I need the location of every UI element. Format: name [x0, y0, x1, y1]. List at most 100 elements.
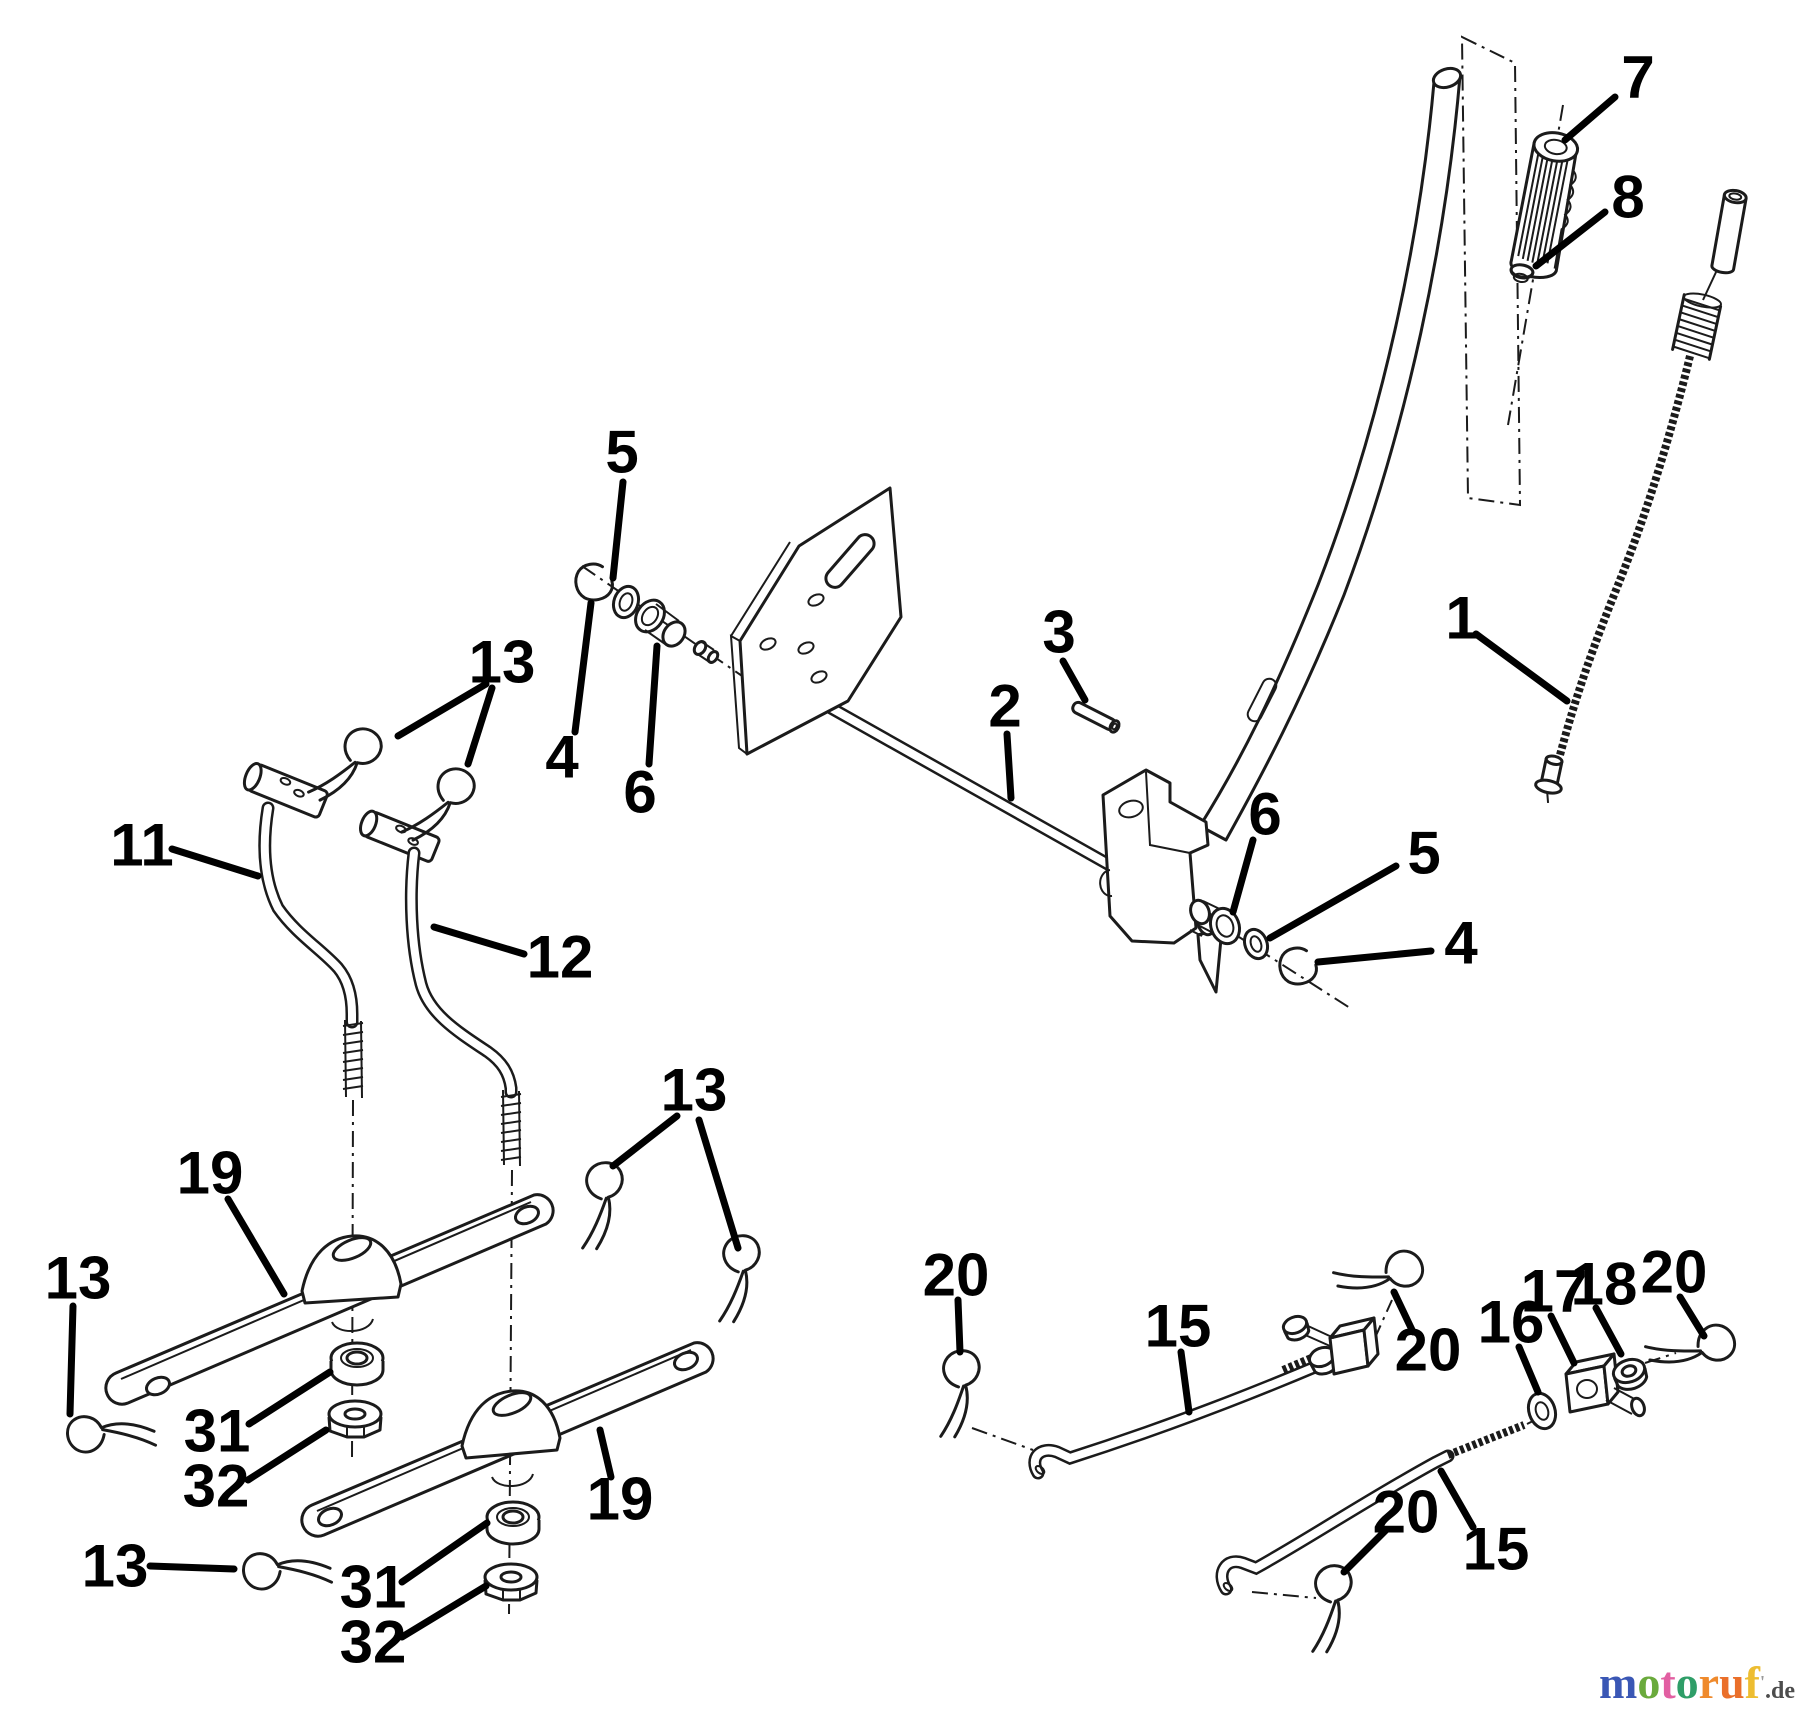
- arm-left-threads: [342, 1019, 364, 1099]
- callout-label: 20: [1395, 1317, 1462, 1384]
- callout-15-front: 15: [1145, 1293, 1211, 1416]
- callout-13-upper: 13: [394, 629, 535, 768]
- callout-label: 7: [1621, 44, 1654, 111]
- hairpin-clip-20: [1332, 1244, 1429, 1309]
- watermark-letter: o: [1637, 1657, 1660, 1708]
- watermark-letter: r: [1699, 1657, 1719, 1708]
- callout-17: 17: [1521, 1258, 1588, 1367]
- hairpin-clip-13: [64, 1407, 158, 1456]
- bushing-right: [1189, 898, 1242, 946]
- callout-5-right: 5: [1266, 820, 1441, 942]
- rod-rear-threads: [1446, 1421, 1526, 1459]
- callout-label: 20: [923, 1242, 990, 1309]
- callout-31-upper: 31: [184, 1368, 334, 1465]
- callout-19-upper: 19: [177, 1140, 288, 1298]
- watermark-letter: u: [1719, 1657, 1745, 1708]
- callout-label: 20: [1641, 1239, 1708, 1306]
- callout-label: 4: [545, 724, 579, 791]
- mounting-plate: [729, 486, 903, 756]
- hairpin-clip-13: [240, 1544, 334, 1593]
- adjustment-block: [1281, 1314, 1380, 1376]
- callout-label: 13: [82, 1533, 149, 1600]
- centerlines: [351, 104, 1677, 1615]
- callout-6-right: 6: [1229, 781, 1282, 916]
- callout-13-bottom: 13: [82, 1533, 238, 1600]
- callout-2: 2: [988, 673, 1022, 802]
- flanged-washer-lower: [485, 1500, 541, 1546]
- callout-7: 7: [1561, 44, 1655, 144]
- callout-15-rear: 15: [1437, 1467, 1530, 1583]
- lift-shaft: [785, 679, 1129, 879]
- plate-hole: [807, 593, 825, 607]
- callout-label: 31: [340, 1554, 407, 1621]
- callout-label: 19: [177, 1140, 244, 1207]
- callout-13-mid: 13: [609, 1057, 742, 1252]
- callout-label: 12: [527, 924, 594, 991]
- plate-hole: [810, 670, 828, 684]
- callout-12: 12: [430, 923, 594, 991]
- bracket-hole: [1118, 799, 1144, 819]
- grip-ribs: [1517, 150, 1570, 264]
- watermark-tick: ': [1760, 1672, 1765, 1692]
- callout-label: 3: [1042, 599, 1075, 666]
- watermark-letter: m: [1599, 1657, 1637, 1708]
- callout-label: 13: [45, 1245, 112, 1312]
- callout-label: 1: [1445, 585, 1478, 652]
- lift-arm-right: [359, 809, 522, 1167]
- washer-right: [1242, 927, 1270, 961]
- callout-11: 11: [110, 812, 262, 880]
- watermark-letter: t: [1660, 1657, 1676, 1708]
- callout-label: 16: [1478, 1289, 1545, 1356]
- callout-label: 13: [661, 1057, 728, 1124]
- callout-18: 18: [1571, 1251, 1638, 1358]
- callout-5-left: 5: [605, 419, 639, 582]
- callout-label: 11: [110, 812, 173, 879]
- plate-slot: [824, 533, 876, 589]
- callout-4-left: 4: [545, 599, 595, 791]
- cable-spring: [1671, 292, 1723, 361]
- callout-label: 18: [1571, 1251, 1638, 1318]
- trunnion-washer: [1526, 1391, 1558, 1431]
- hairpin-clip-20: [939, 1348, 982, 1440]
- lift-lever-top-opening: [1431, 66, 1463, 90]
- cable-conduit: [1556, 355, 1694, 757]
- callout-8: 8: [1532, 164, 1645, 270]
- callout-32-upper: 32: [183, 1426, 330, 1520]
- callout-label: 32: [183, 1453, 250, 1520]
- hex-nut-upper: [327, 1399, 383, 1439]
- callout-3: 3: [1042, 599, 1089, 704]
- roll-pin: [1071, 700, 1121, 734]
- callout-label: 5: [1407, 820, 1440, 887]
- lift-arm-left: [242, 762, 364, 1099]
- callout-label: 17: [1521, 1258, 1588, 1325]
- callout-32-lower: 32: [340, 1582, 490, 1676]
- lift-rod-front: [1028, 1314, 1380, 1480]
- callout-1: 1: [1445, 585, 1571, 705]
- cable-end-fitting: [1534, 754, 1564, 803]
- plate-hole: [759, 637, 777, 651]
- lift-rod-rear: [1215, 1421, 1526, 1596]
- arm-right-threads: [500, 1089, 522, 1167]
- callout-label: 6: [1248, 781, 1281, 848]
- plate-hole: [797, 641, 815, 655]
- lift-lever-tube: [1198, 74, 1462, 842]
- flanged-washer-upper: [329, 1341, 385, 1387]
- callout-label: 15: [1463, 1516, 1530, 1583]
- callout-4-right: 4: [1314, 910, 1478, 977]
- callout-19-lower: 19: [587, 1426, 654, 1533]
- lift-link-upper: [104, 1193, 555, 1406]
- callouts: 7 8 1 5 4 6 13 3: [45, 44, 1708, 1676]
- callout-label: 20: [1373, 1479, 1440, 1546]
- lift-lever-slot: [1246, 677, 1278, 723]
- callout-label: 19: [587, 1466, 654, 1533]
- callout-label: 8: [1611, 164, 1644, 231]
- callout-label: 2: [988, 673, 1021, 740]
- callout-20-c: 20: [1641, 1239, 1708, 1340]
- hairpin-clip-13: [581, 1160, 625, 1252]
- jam-nut: [1611, 1357, 1649, 1391]
- callout-20-a: 20: [923, 1242, 990, 1356]
- hairpin-clip-20: [1311, 1563, 1354, 1655]
- watermark-suffix: .de: [1765, 1678, 1795, 1704]
